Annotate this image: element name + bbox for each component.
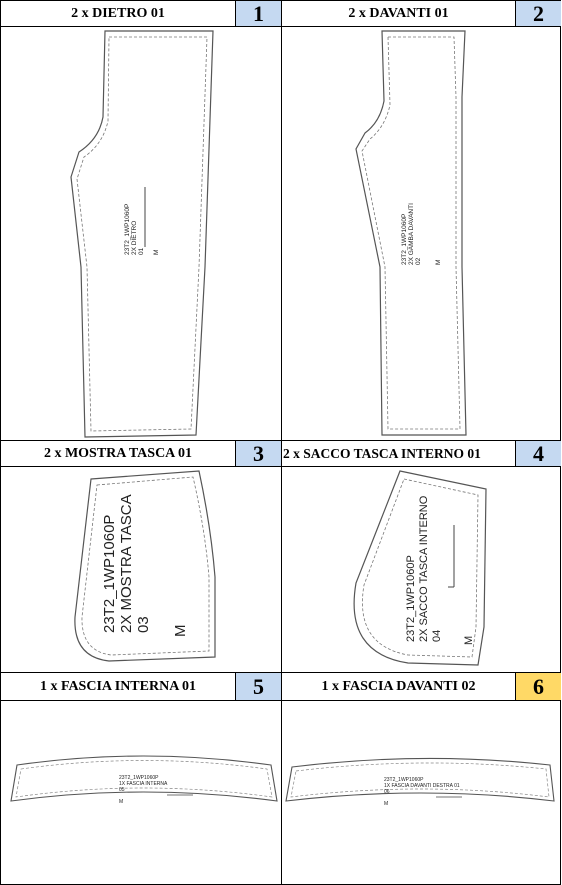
piece-cell-5: 23T2_1WP1060P 1X FASCIA INTERNA 05 M — [1, 701, 282, 884]
piece-label-code: 23T2_1WP1060P — [119, 775, 159, 781]
piece-cell-1: 23T2_1WP1060P 2X DIETRO 01 M — [1, 27, 282, 441]
inner-waistband-pattern: 23T2_1WP1060P 1X FASCIA INTERNA 05 M — [10, 755, 278, 805]
piece-number-badge: 5 — [235, 673, 281, 700]
piece-cell-2: 23T2_1WP1060P 2X GAMBA DAVANTI 02 M — [282, 27, 561, 441]
piece-label-name: 2X GAMBA DAVANTI — [408, 203, 415, 265]
piece-label-index: 05 — [119, 787, 125, 793]
piece-label-name: 1X FASCIA DAVANTI DESTRA 01 — [384, 783, 460, 789]
piece-cell-3: 23T2_1WP1060P 2X MOSTRA TASCA 03 M — [1, 467, 282, 673]
piece-title: 1 x FASCIA INTERNA 01 — [39, 678, 197, 694]
piece-label-index: 01 — [138, 247, 145, 255]
piece-cell-4: 23T2_1WP1060P 2X SACCO TASCA INTERNO 04 … — [282, 467, 561, 673]
piece-label-size: M — [384, 801, 388, 807]
piece-cell-6: 23T2_1WP1060P 1X FASCIA DAVANTI DESTRA 0… — [282, 701, 561, 884]
piece-number-badge: 4 — [515, 441, 561, 466]
piece-label-code: 23T2_1WP1060P — [405, 555, 417, 642]
piece-title: 2 x DAVANTI 01 — [348, 5, 449, 21]
piece-label-index: 02 — [415, 257, 422, 265]
piece-number-badge: 6 — [515, 673, 561, 700]
piece-label-code: 23T2_1WP1060P — [401, 214, 408, 265]
header-piece-1: 2 x DIETRO 01 1 — [1, 1, 282, 27]
piece-label-index: 06 — [384, 789, 390, 795]
header-piece-3: 2 x MOSTRA TASCA 01 3 — [1, 441, 282, 467]
piece-label-name: 2X SACCO TASCA INTERNO — [418, 495, 430, 642]
piece-label-size: M — [172, 625, 189, 638]
piece-label-name: 2X DIETRO — [131, 221, 138, 255]
piece-label-name: 1X FASCIA INTERNA — [119, 781, 168, 787]
piece-number-badge: 2 — [515, 1, 561, 26]
piece-title: 2 x SACCO TASCA INTERNO 01 — [283, 445, 481, 461]
header-piece-6: 1 x FASCIA DAVANTI 02 6 — [282, 673, 561, 701]
inner-pocket-bag-pattern: 23T2_1WP1060P 2X SACCO TASCA INTERNO 04 … — [353, 470, 487, 666]
header-piece-2: 2 x DAVANTI 01 2 — [282, 1, 561, 27]
piece-label-code: 23T2_1WP1060P — [101, 515, 118, 633]
piece-label-name: 2X MOSTRA TASCA — [118, 494, 135, 633]
piece-title: 2 x MOSTRA TASCA 01 — [43, 445, 193, 461]
piece-label-size: M — [119, 799, 123, 805]
piece-label-size: M — [153, 250, 160, 255]
header-piece-5: 1 x FASCIA INTERNA 01 5 — [1, 673, 282, 701]
piece-label-size: M — [463, 636, 475, 645]
piece-label-size: M — [435, 260, 442, 265]
piece-label-code: 23T2_1WP1060P — [124, 204, 131, 255]
piece-label-index: 03 — [135, 616, 152, 633]
piece-number-badge: 3 — [235, 441, 281, 466]
header-piece-4: 2 x SACCO TASCA INTERNO 01 4 — [282, 441, 561, 467]
front-waistband-pattern: 23T2_1WP1060P 1X FASCIA DAVANTI DESTRA 0… — [285, 757, 555, 807]
front-leg-pattern: 23T2_1WP1060P 2X GAMBA DAVANTI 02 M — [355, 30, 467, 436]
piece-label-index: 04 — [431, 630, 443, 642]
piece-title: 1 x FASCIA DAVANTI 02 — [321, 678, 476, 694]
back-leg-pattern: 23T2_1WP1060P 2X DIETRO 01 M — [70, 30, 214, 438]
piece-number-badge: 1 — [235, 1, 281, 26]
piece-label-code: 23T2_1WP1060P — [384, 777, 424, 783]
pocket-facing-pattern: 23T2_1WP1060P 2X MOSTRA TASCA 03 M — [74, 470, 216, 662]
piece-title: 2 x DIETRO 01 — [71, 5, 165, 21]
